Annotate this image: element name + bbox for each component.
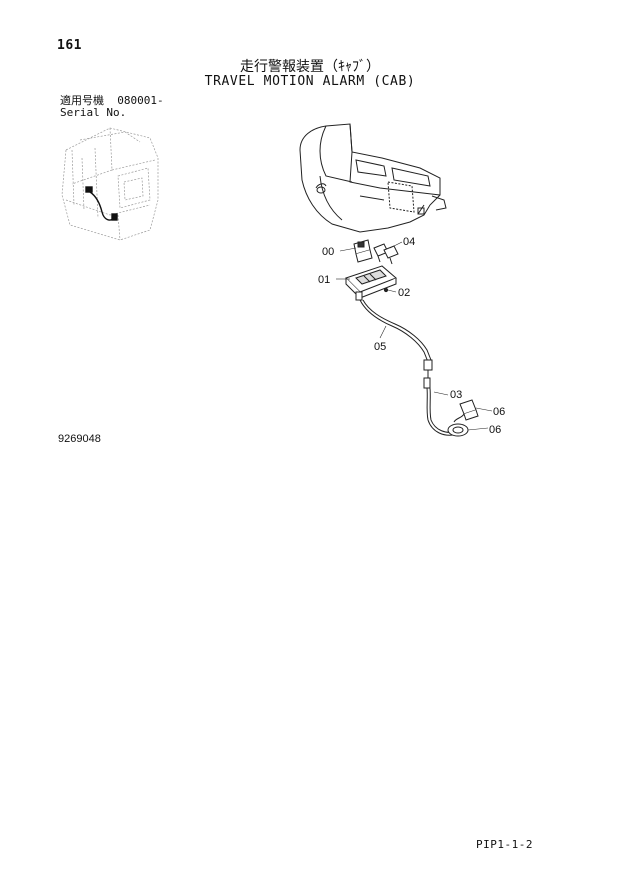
part-cable-04 [423,377,459,436]
part-connectors-06 [447,399,479,437]
page-title-english: TRAVEL MOTION ALARM (CAB) [204,74,416,89]
serial-label-japanese: 適用号機 [60,94,104,107]
callout-03: 04 [403,236,415,248]
serial-value: 080001- [117,94,164,107]
overview-harness-highlight [85,186,118,221]
page-number: 161 [57,38,82,53]
callout-01: 01 [318,274,330,286]
part-harness-05 [355,291,433,378]
callout-leader-lines [336,241,493,431]
callout-06-b: 06 [489,424,501,436]
serial-label-english: Serial No. [60,106,127,119]
callout-00: 00 [322,246,334,258]
drawing-number: 9269048 [58,433,101,445]
callout-04: 03 [450,389,462,401]
callout-02: 02 [398,287,410,299]
part-connectors-03 [373,243,399,265]
serial-block: 適用号機 080001- Serial No. [60,95,164,119]
machine-overview-thumbnail [61,127,159,241]
callout-06-a: 06 [493,406,505,418]
callout-05: 05 [374,341,386,353]
part-screw-02 [383,287,389,293]
cab-console [299,123,447,233]
part-switch-00 [353,239,373,263]
page-title-japanese: 走行警報装置（ｷｬﾌﾞ） [240,59,380,75]
part-panel-01 [345,265,397,300]
footer-page-code: PIP1-1-2 [476,838,533,851]
